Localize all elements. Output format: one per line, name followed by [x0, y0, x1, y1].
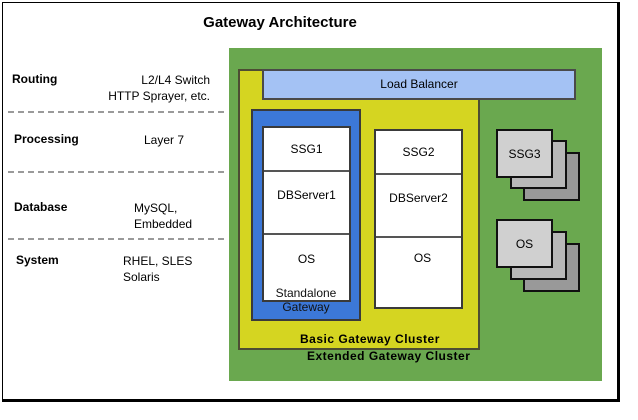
- node2-divider: [376, 173, 461, 175]
- layer-system-name: System: [16, 253, 59, 267]
- layer-system-desc-line2: Solaris: [123, 270, 160, 284]
- layer-divider: [8, 238, 224, 240]
- layer-system-desc: RHEL, SLES Solaris: [123, 253, 192, 285]
- node1-os: OS: [297, 252, 316, 266]
- standalone-label: Standalone Gateway: [251, 286, 361, 314]
- standalone-label-line2: Gateway: [282, 300, 330, 314]
- layer-divider: [8, 111, 224, 113]
- basic-cluster-label: Basic Gateway Cluster: [300, 332, 440, 346]
- extended-cluster-label: Extended Gateway Cluster: [307, 349, 471, 363]
- layer-database-desc-line1: MySQL,: [134, 201, 178, 215]
- node1-divider: [264, 170, 349, 172]
- layer-database-desc: MySQL, Embedded: [134, 200, 192, 232]
- node2-divider: [376, 236, 461, 238]
- node2-app: SSG2: [402, 145, 435, 159]
- node1-stack: SSG1 DBServer1 OS: [262, 126, 351, 302]
- ssg3-label: SSG3: [508, 147, 541, 161]
- os-label: OS: [515, 237, 534, 251]
- layer-processing-name: Processing: [14, 132, 79, 146]
- standalone-label-line1: Standalone: [275, 286, 337, 300]
- layer-system-desc-line1: RHEL, SLES: [123, 254, 193, 268]
- layer-database-desc-line2: Embedded: [134, 217, 193, 231]
- node2-db: DBServer2: [389, 191, 448, 205]
- layer-divider: [8, 171, 224, 173]
- layer-routing-desc-line2: HTTP Sprayer, etc.: [108, 89, 210, 103]
- layer-routing-name: Routing: [12, 72, 58, 86]
- os-card-front: OS: [496, 219, 553, 268]
- diagram-title: Gateway Architecture: [203, 14, 357, 31]
- node1-divider: [264, 233, 349, 235]
- node2-stack: SSG2 DBServer2 OS: [374, 129, 463, 309]
- layer-processing-desc: Layer 7: [144, 133, 185, 147]
- layer-database-name: Database: [14, 200, 68, 214]
- ssg3-card-front: SSG3: [496, 129, 553, 178]
- node1-app: SSG1: [290, 142, 323, 156]
- layer-routing-desc: L2/L4 Switch HTTP Sprayer, etc.: [80, 72, 210, 104]
- node2-os: OS: [413, 251, 432, 265]
- node1-db: DBServer1: [277, 188, 336, 202]
- layer-routing-desc-line1: L2/L4 Switch: [141, 73, 210, 87]
- load-balancer: Load Balancer: [262, 69, 576, 100]
